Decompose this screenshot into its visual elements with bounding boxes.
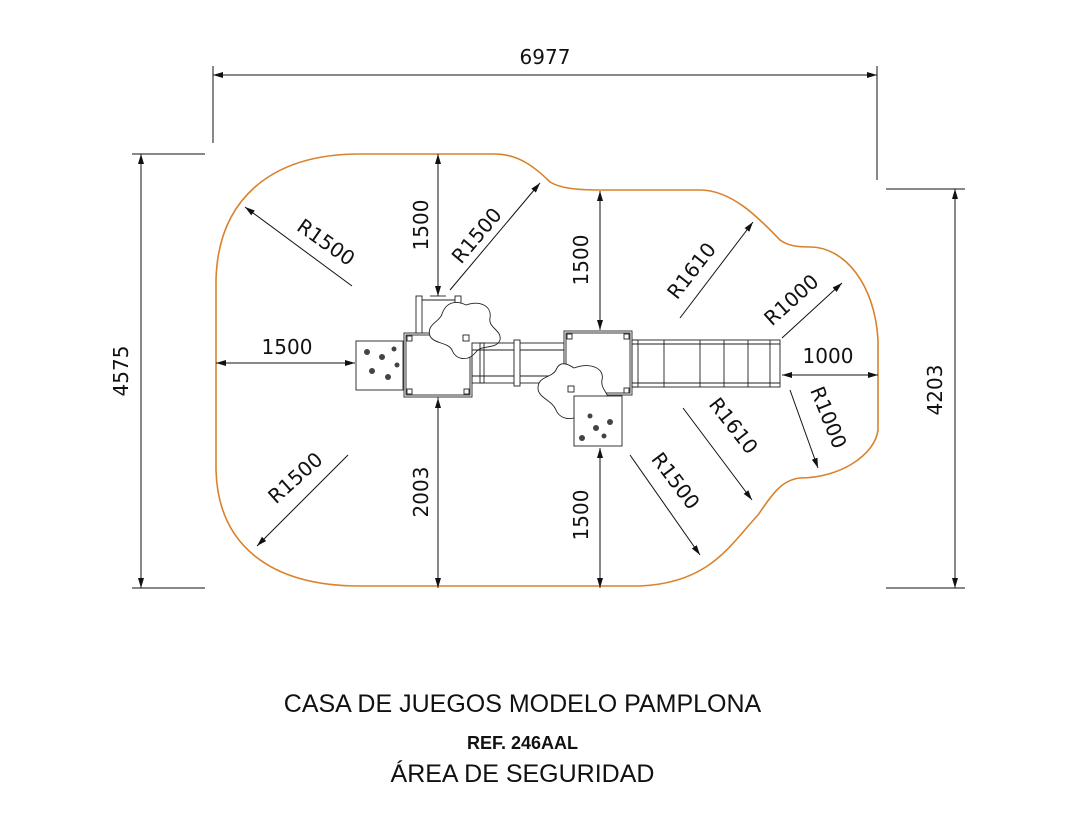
drawing-title: CASA DE JUEGOS MODELO PAMPLONA bbox=[283, 690, 762, 718]
playground-structure bbox=[355, 295, 781, 447]
label-r-bottom-mid: R1500 bbox=[647, 448, 705, 514]
overall-height-label: 4575 bbox=[109, 346, 133, 397]
label-r-top-left: R1500 bbox=[293, 214, 360, 271]
slide bbox=[631, 339, 781, 388]
arrow-r-right-small-upper bbox=[781, 282, 843, 339]
arrow-r-bottom-left bbox=[256, 454, 349, 547]
right-height-label: 4203 bbox=[923, 365, 947, 416]
label-r-bottom-left: R1500 bbox=[263, 447, 327, 508]
label-r-right-small-upper: R1000 bbox=[759, 269, 823, 330]
overall-height-dimension bbox=[132, 153, 205, 589]
label-d-left-horizontal: 1500 bbox=[262, 335, 313, 359]
climbing-holds-bottom bbox=[579, 413, 613, 441]
label-r-right-small-lower: R1000 bbox=[805, 383, 852, 452]
arrow-r-top-mid bbox=[449, 182, 541, 291]
overall-width-label: 6977 bbox=[520, 45, 571, 69]
arrow-r-right-small-lower bbox=[789, 389, 819, 469]
climbing-holds-left bbox=[364, 346, 400, 380]
arrow-r-right-upper bbox=[679, 221, 754, 319]
label-d-bottom-left-vertical: 2003 bbox=[409, 467, 433, 518]
drawing-subtitle: ÁREA DE SEGURIDAD bbox=[390, 760, 655, 788]
label-d-top-left-vertical: 1500 bbox=[409, 200, 433, 251]
arrow-r-right-lower bbox=[682, 407, 753, 501]
arrow-r-bottom-mid bbox=[629, 454, 701, 556]
arrow-r-top-left bbox=[244, 206, 353, 287]
right-height-dimension bbox=[886, 188, 965, 589]
label-d-right-horizontal: 1000 bbox=[803, 344, 854, 368]
safety-area-outline bbox=[215, 153, 879, 587]
label-r-right-upper: R1610 bbox=[662, 238, 721, 304]
left-star-roof bbox=[428, 302, 501, 359]
drawing-reference: REF. 246AAL bbox=[466, 733, 579, 753]
label-d-top-right-vertical: 1500 bbox=[569, 235, 593, 286]
overall-width-dimension bbox=[212, 66, 878, 180]
label-d-bottom-right-vertical: 1500 bbox=[569, 490, 593, 541]
